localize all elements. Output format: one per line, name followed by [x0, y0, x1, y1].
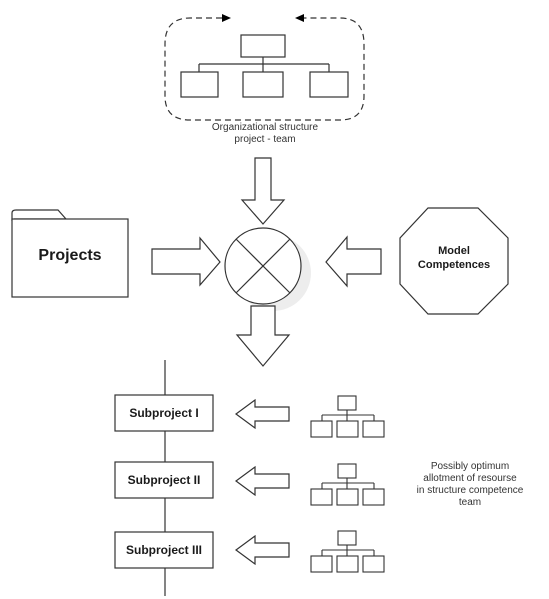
arrow-down-from-center: [235, 305, 291, 367]
subproject-box-1: [114, 394, 214, 432]
model-competences-line2: Competences: [417, 259, 491, 271]
allotment-note-line4: team: [458, 497, 482, 508]
subproject-label-1: Subproject I: [129, 406, 199, 420]
arrow-to-subproject-1: [234, 398, 290, 430]
org-box-left: [180, 71, 219, 98]
arrow-left-from-competences: [325, 235, 382, 288]
small-org-tree-1: [310, 395, 385, 438]
org-structure-label: Organizational structure project - team: [175, 122, 355, 146]
org-structure-label-line2: project - team: [234, 134, 296, 145]
model-competences-line1: Model: [438, 245, 470, 257]
arrow-to-subproject-2: [234, 465, 290, 497]
center-circle: [224, 227, 302, 305]
small-org-tree-3: [310, 530, 385, 573]
arrow-right-from-projects: [151, 236, 221, 287]
arrow-right-head: [222, 14, 231, 22]
subproject-label-2: Subproject II: [127, 473, 201, 487]
model-competences-label: Model Competences: [400, 244, 508, 272]
arrow-down-into-center: [240, 157, 286, 225]
allotment-note-line2: allotment of resourse: [423, 473, 517, 484]
competences-octagon-shape: [399, 207, 509, 315]
org-structure-group: [164, 14, 365, 121]
org-top-box: [240, 34, 286, 58]
arrow-to-subproject-3: [234, 534, 290, 566]
projects-folder-shape: [11, 209, 129, 298]
small-org-tree-2: [310, 463, 385, 506]
allotment-note: Possibly optimum allotment of resourse i…: [400, 461, 540, 509]
subproject-label-3: Subproject III: [125, 543, 202, 557]
org-box-middle: [242, 71, 284, 98]
org-box-right: [309, 71, 349, 98]
org-structure-label-line1: Organizational structure: [211, 122, 319, 133]
allotment-note-line1: Possibly optimum: [430, 461, 510, 472]
arrow-left-head: [295, 14, 304, 22]
subproject-box-3: [114, 531, 214, 569]
subproject-box-2: [114, 461, 214, 499]
dashed-loop-border: [164, 17, 365, 121]
allotment-note-line3: in structure competence: [416, 485, 524, 496]
projects-label: Projects: [38, 247, 102, 264]
